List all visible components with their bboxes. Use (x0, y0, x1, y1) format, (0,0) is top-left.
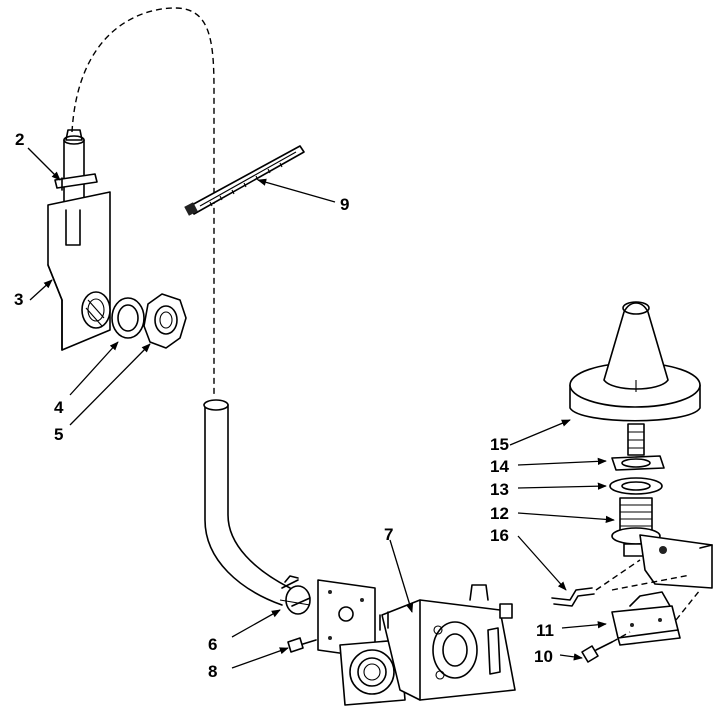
callout-8: 8 (208, 662, 217, 681)
callout-2: 2 (15, 130, 24, 149)
hose-end-part (54, 129, 98, 206)
washer-part (111, 297, 145, 339)
switch-bracket-part (639, 534, 713, 589)
callout-12: 12 (490, 504, 509, 523)
callout-6: 6 (208, 635, 217, 654)
lever-part-16 (551, 559, 691, 607)
callout-16: 16 (490, 526, 509, 545)
microswitch-part-11 (611, 589, 701, 646)
fill-hose-part (203, 399, 311, 615)
callout-14: 14 (490, 457, 509, 476)
callout-3: 3 (14, 290, 23, 309)
float-stem-part (627, 423, 645, 456)
callout-5: 5 (54, 425, 63, 444)
screw-part-10 (581, 631, 631, 663)
callout-9: 9 (340, 195, 349, 214)
hose-routing-dashed-line (71, 7, 215, 395)
cable-tie-part (184, 145, 305, 216)
nut-part-14 (611, 455, 665, 471)
nut-part (143, 293, 187, 349)
water-valve-part (339, 584, 516, 706)
callout-15: 15 (490, 435, 509, 454)
float-part (569, 301, 701, 422)
callout-4: 4 (54, 398, 64, 417)
screw-part-8 (287, 637, 317, 653)
leader-lines (27, 147, 615, 669)
callout-10: 10 (534, 647, 553, 666)
fitting-threaded-part (81, 291, 111, 329)
ring-part-13 (609, 477, 663, 495)
callout-13: 13 (490, 480, 509, 499)
callout-11: 11 (536, 621, 554, 640)
callout-7: 7 (384, 525, 393, 544)
